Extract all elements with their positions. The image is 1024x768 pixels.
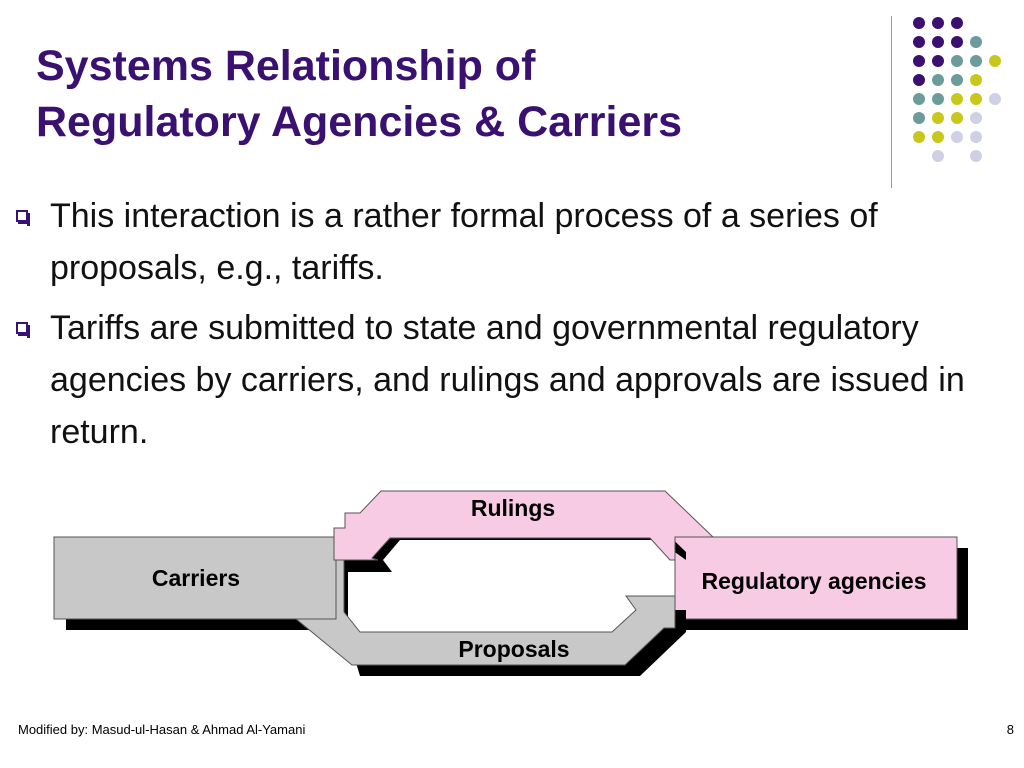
slide-title: Systems Relationship of Regulatory Agenc… (36, 38, 856, 150)
rulings-arrow (333, 490, 715, 561)
title-line-1: Systems Relationship of (36, 42, 536, 90)
agencies-label: Regulatory agencies (702, 568, 927, 594)
relationship-diagram: Carriers Regulatory agencies Rulings Pro… (53, 490, 968, 676)
bullet-item: This interaction is a rather formal proc… (14, 190, 974, 294)
bullet-text: Tariffs are submitted to state and gover… (50, 309, 965, 451)
bullet-item: Tariffs are submitted to state and gover… (14, 302, 974, 458)
agencies-box (674, 536, 958, 620)
page-number: 8 (1006, 722, 1014, 737)
square-bullet-icon (16, 322, 30, 338)
proposals-arrow (294, 559, 676, 666)
carriers-label: Carriers (152, 565, 240, 591)
divider-line (891, 16, 892, 188)
title-line-2: Regulatory Agencies & Carriers (36, 98, 683, 146)
decorative-dot-grid (913, 17, 1001, 162)
proposals-label: Proposals (458, 636, 569, 662)
bullet-list: This interaction is a rather formal proc… (14, 190, 974, 466)
bullet-text: This interaction is a rather formal proc… (50, 197, 878, 287)
footer-credit: Modified by: Masud-ul-Hasan & Ahmad Al-Y… (18, 722, 306, 737)
square-bullet-icon (16, 210, 30, 226)
rulings-label: Rulings (471, 495, 555, 521)
